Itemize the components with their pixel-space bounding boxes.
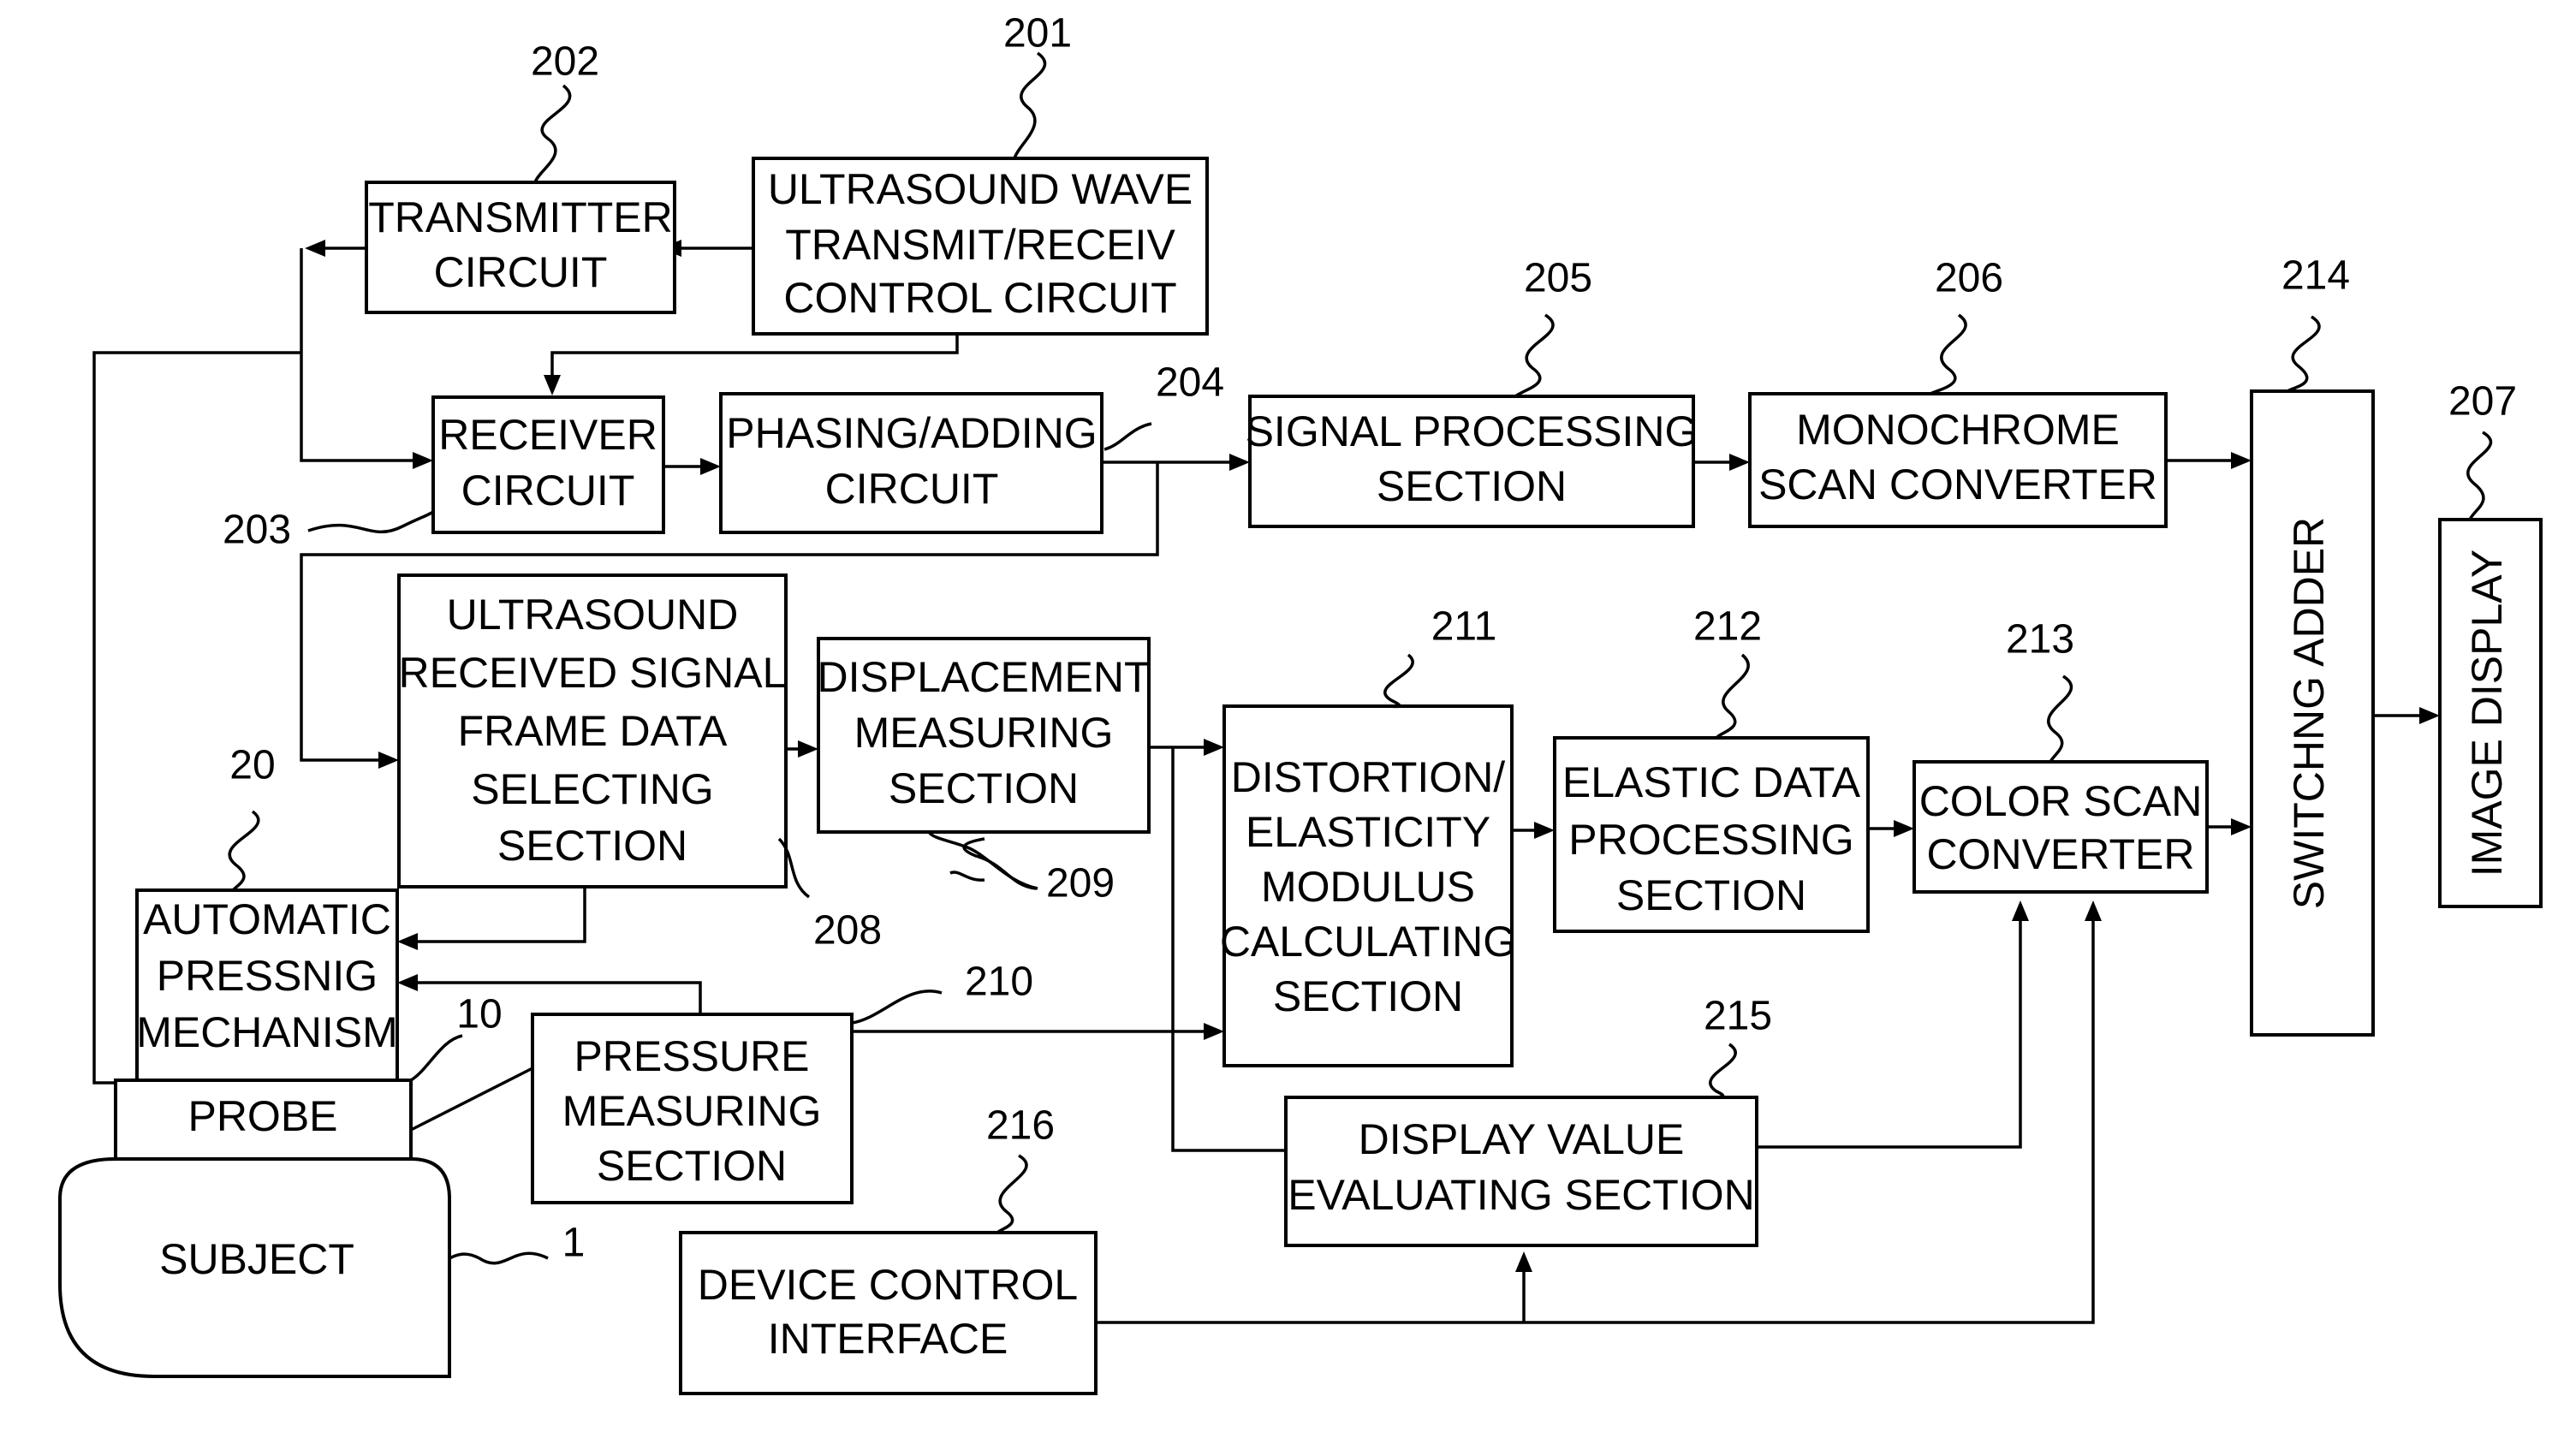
receiver-line-1: RECEIVER: [438, 411, 657, 459]
ref-202: 202: [531, 39, 599, 85]
displacement-line-2: MEASURING: [854, 709, 1114, 757]
ref-10: 10: [456, 992, 502, 1037]
ref-206: 206: [1935, 256, 2003, 301]
ref-1: 1: [562, 1221, 586, 1266]
display-value-evaluating-block: DISPLAY VALUE EVALUATING SECTION: [1286, 1097, 1757, 1245]
frame-line-3: FRAME DATA: [458, 707, 728, 755]
elastic-line-2: PROCESSING: [1568, 816, 1853, 864]
interface-line-1: DEVICE CONTROL: [698, 1261, 1079, 1309]
distortion-line-5: SECTION: [1273, 972, 1463, 1020]
signal-processing-block: SIGNAL PROCESSING SECTION: [1246, 396, 1698, 526]
pressure-line-1: PRESSURE: [574, 1032, 809, 1080]
distortion-line-1: DISTORTION/: [1231, 753, 1506, 801]
distortion-elasticity-block: DISTORTION/ ELASTICITY MODULUS CALCULATI…: [1220, 706, 1516, 1066]
ref-203: 203: [223, 508, 291, 553]
ref-216: 216: [986, 1103, 1055, 1149]
frame-line-4: SELECTING: [471, 765, 713, 813]
ref-201: 201: [1003, 11, 1072, 56]
device-control-interface-block: DEVICE CONTROL INTERFACE: [681, 1233, 1096, 1394]
transmit-receive-control-block: ULTRASOUND WAVE TRANSMIT/RECEIV CONTROL …: [753, 158, 1207, 334]
pressure-line-3: SECTION: [597, 1142, 787, 1190]
pressing-line-2: PRESSNIG: [157, 952, 378, 1000]
phasing-adding-block: PHASING/ADDING CIRCUIT: [721, 394, 1102, 532]
pressure-measuring-block: PRESSURE MEASURING SECTION: [532, 1014, 852, 1203]
probe-label: PROBE: [187, 1092, 337, 1140]
ref-215: 215: [1704, 994, 1772, 1039]
elastic-line-1: ELASTIC DATA: [1562, 758, 1861, 806]
displacement-measuring-block: DISPLACEMENT MEASURING SECTION: [818, 639, 1151, 832]
displacement-line-3: SECTION: [889, 764, 1079, 812]
ref-208: 208: [813, 908, 882, 954]
distortion-line-4: CALCULATING: [1220, 918, 1516, 966]
adder-label: SWITCHNG ADDER: [2285, 517, 2333, 909]
ref-205: 205: [1524, 256, 1592, 301]
transmitter-circuit-block: TRANSMITTER CIRCUIT: [366, 182, 675, 312]
ref-20: 20: [229, 743, 275, 788]
pressure-line-2: MEASURING: [562, 1087, 822, 1135]
elastic-line-3: SECTION: [1616, 871, 1806, 919]
evaluating-line-2: EVALUATING SECTION: [1288, 1171, 1754, 1219]
ref-207: 207: [2448, 379, 2517, 425]
phasing-line-2: CIRCUIT: [825, 465, 999, 513]
display-label: IMAGE DISPLAY: [2463, 550, 2511, 877]
distortion-line-3: MODULUS: [1261, 863, 1475, 911]
displacement-line-1: DISPLACEMENT: [818, 653, 1151, 701]
probe-block: PROBE: [116, 1080, 411, 1159]
subject-block: SUBJECT: [60, 1159, 449, 1376]
mono-line-2: SCAN CONVERTER: [1758, 461, 2157, 508]
frame-line-5: SECTION: [497, 822, 687, 870]
signal-line-1: SIGNAL PROCESSING: [1246, 407, 1698, 455]
signal-line-2: SECTION: [1377, 462, 1567, 510]
frame-data-selecting-block: ULTRASOUND RECEIVED SIGNAL FRAME DATA SE…: [399, 575, 787, 887]
ref-211: 211: [1431, 604, 1497, 650]
ref-210: 210: [965, 960, 1033, 1005]
receiver-line-2: CIRCUIT: [461, 467, 635, 514]
control-line-1: ULTRASOUND WAVE: [768, 165, 1193, 213]
color-scan-converter-block: COLOR SCAN CONVERTER: [1914, 762, 2207, 892]
mono-line-1: MONOCHROME: [1796, 406, 2120, 454]
image-display-block: IMAGE DISPLAY: [2440, 520, 2541, 906]
transmitter-line-2: CIRCUIT: [434, 248, 608, 296]
pressing-line-3: MECHANISM: [136, 1008, 398, 1056]
elastic-data-processing-block: ELASTIC DATA PROCESSING SECTION: [1555, 738, 1868, 931]
monochrome-scan-converter-block: MONOCHROME SCAN CONVERTER: [1750, 394, 2166, 526]
colorscan-line-1: COLOR SCAN: [1919, 777, 2203, 825]
ref-212: 212: [1693, 604, 1762, 650]
automatic-pressing-block: AUTOMATIC PRESSNIG MECHANISM: [136, 890, 398, 1080]
frame-line-2: RECEIVED SIGNAL: [399, 649, 787, 697]
subject-label: SUBJECT: [159, 1235, 354, 1283]
phasing-line-1: PHASING/ADDING: [726, 409, 1097, 457]
interface-line-2: INTERFACE: [768, 1315, 1008, 1363]
ref-213: 213: [2006, 617, 2074, 663]
ref-209: 209: [1046, 861, 1115, 906]
control-line-2: TRANSMIT/RECEIV: [785, 221, 1175, 269]
receiver-circuit-block: RECEIVER CIRCUIT: [433, 397, 663, 532]
ref-214: 214: [2281, 253, 2350, 299]
evaluating-line-1: DISPLAY VALUE: [1359, 1115, 1685, 1163]
transmitter-line-1: TRANSMITTER: [368, 193, 673, 241]
switching-adder-block: SWITCHNG ADDER: [2252, 391, 2373, 1035]
control-line-3: CONTROL CIRCUIT: [783, 274, 1176, 322]
frame-line-1: ULTRASOUND: [447, 591, 739, 639]
distortion-line-2: ELASTICITY: [1246, 808, 1490, 856]
colorscan-line-2: CONVERTER: [1926, 830, 2194, 878]
pressing-line-1: AUTOMATIC: [143, 895, 391, 943]
ref-204: 204: [1156, 360, 1224, 406]
